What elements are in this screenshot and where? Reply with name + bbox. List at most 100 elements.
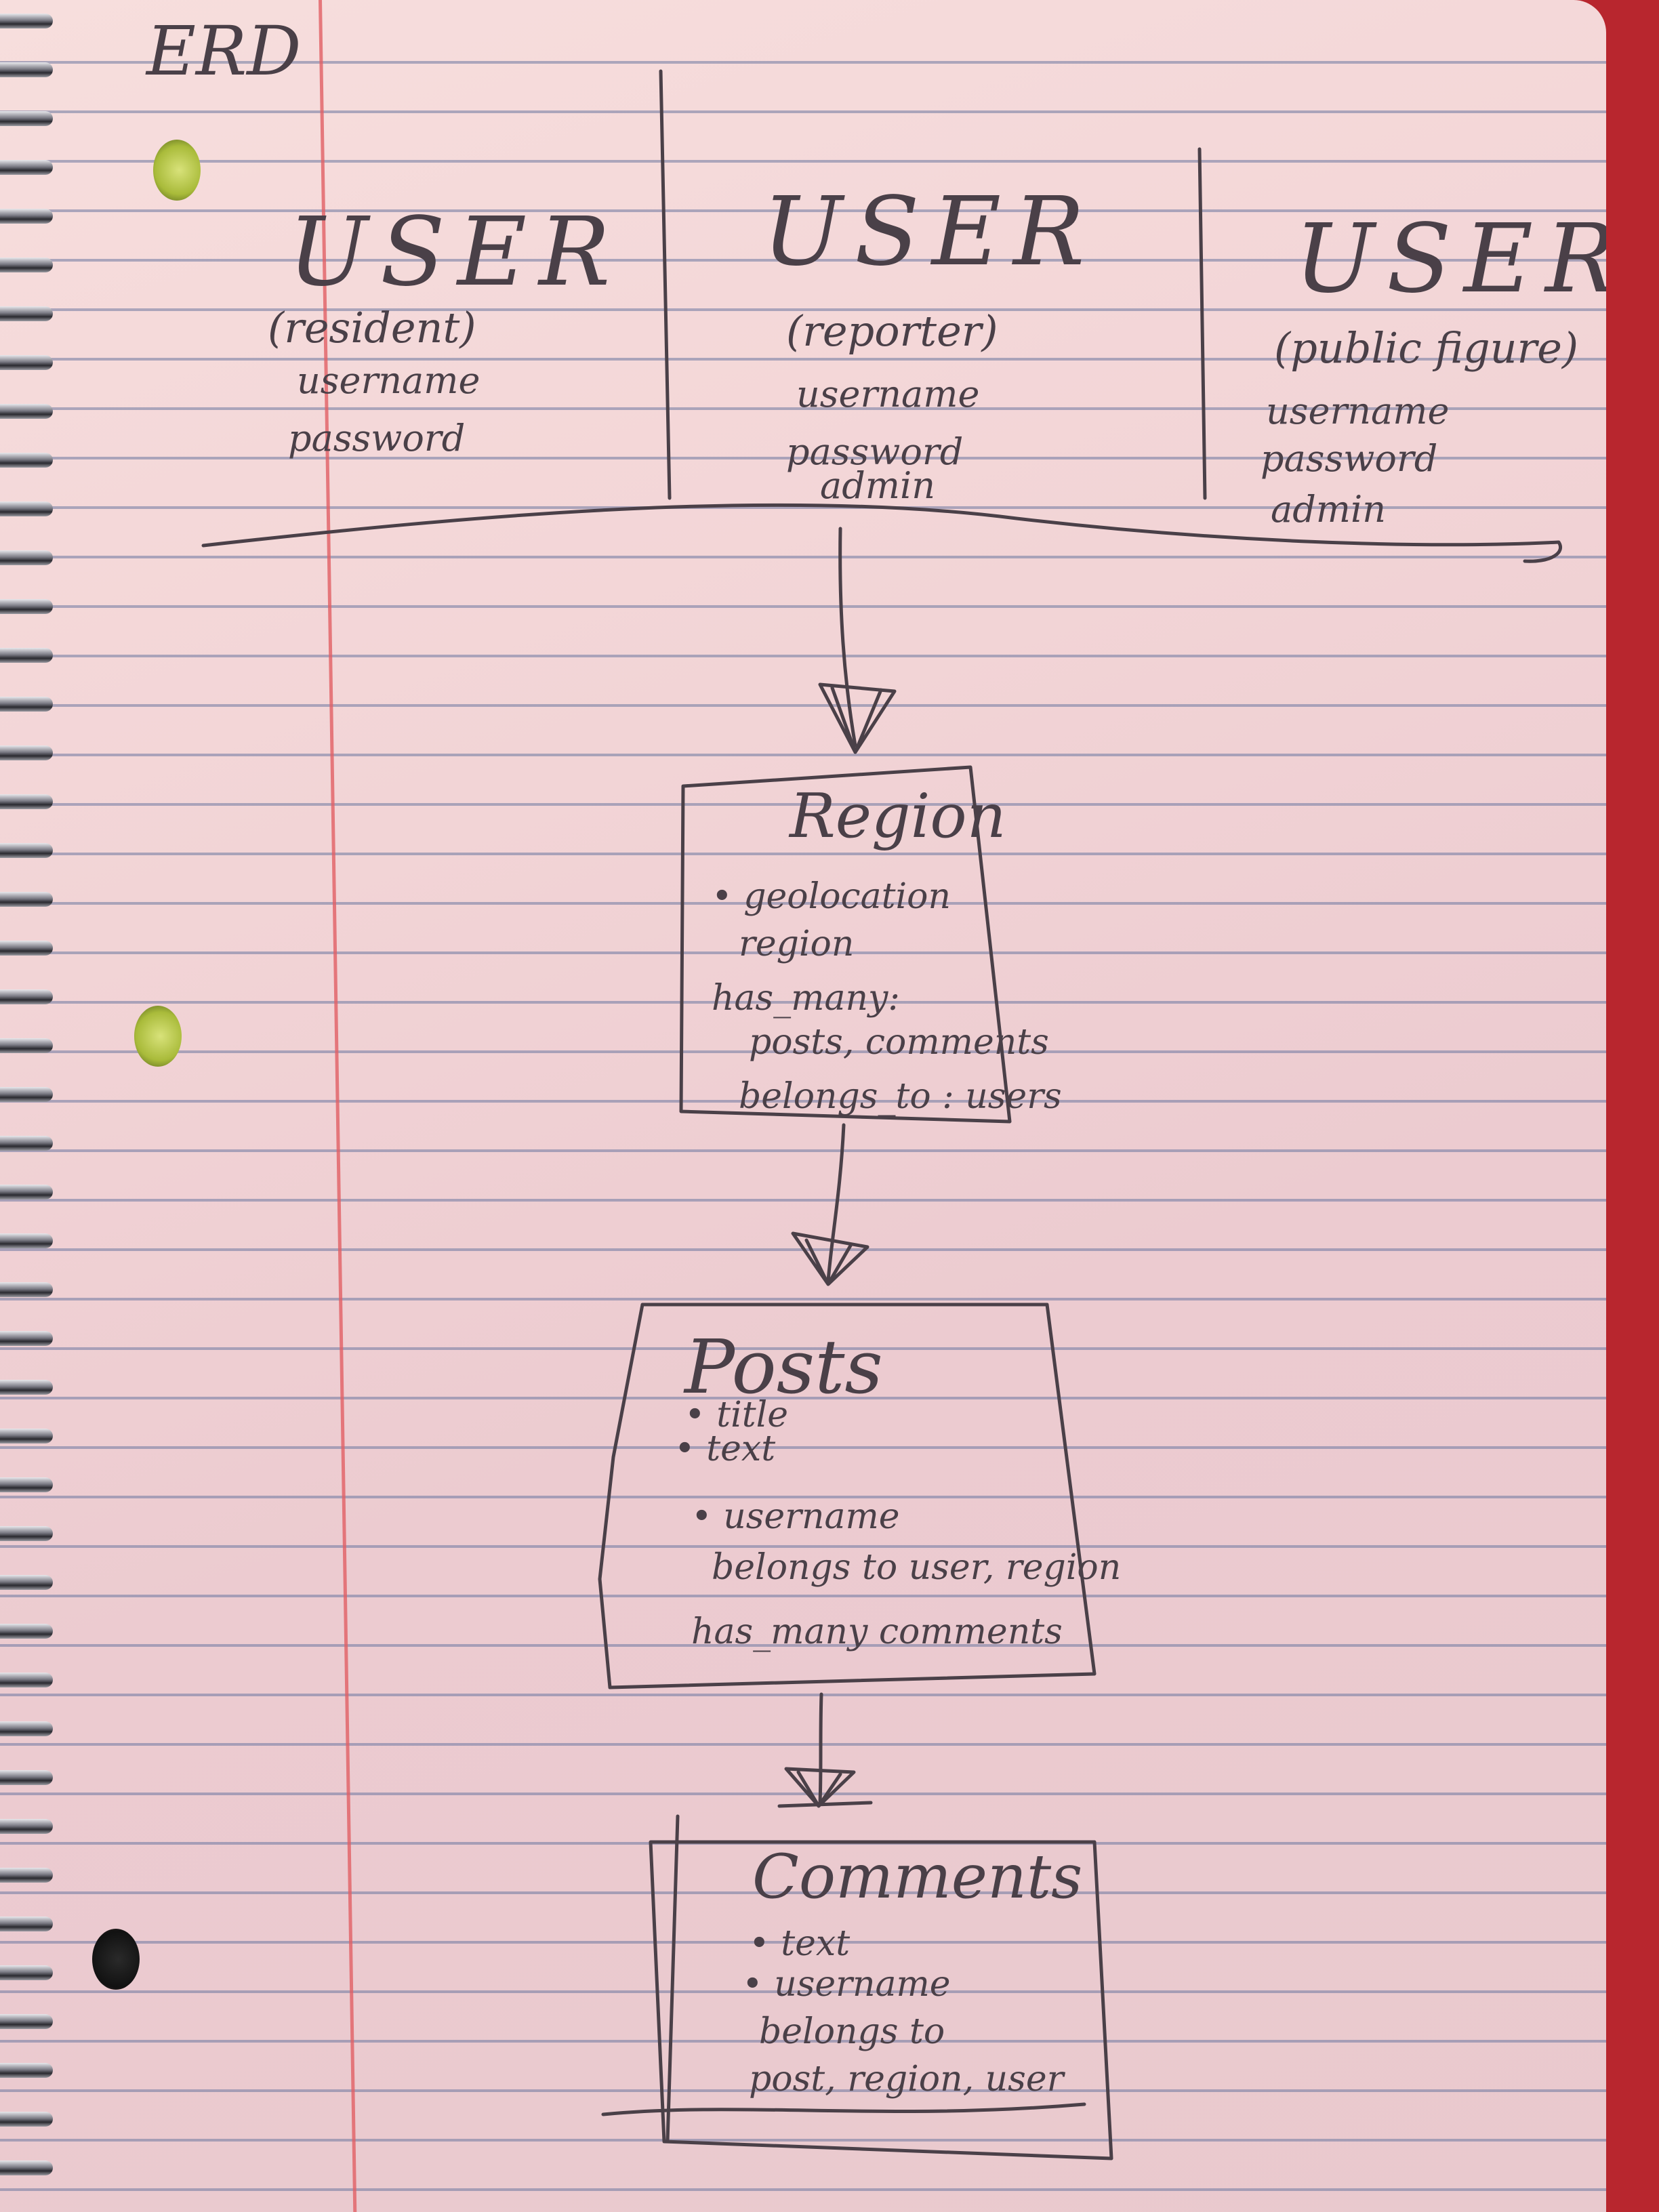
region-heading: Region — [788, 781, 1006, 852]
spiral-coil — [0, 1575, 53, 1590]
spiral-coil — [0, 1038, 53, 1053]
spiral-coil — [0, 745, 53, 760]
spiral-coil — [0, 941, 53, 956]
comments-entity: Comments • text • username belongs to po… — [742, 1841, 1082, 2100]
ruled-line — [0, 1595, 1606, 1597]
spiral-coil — [0, 209, 53, 224]
spiral-coil — [0, 794, 53, 809]
ruled-line — [0, 902, 1606, 905]
user-resident: USER (resident) username password — [268, 197, 611, 459]
ruled-line — [0, 259, 1606, 262]
spiral-coil — [0, 1868, 53, 1883]
user-public-figure-field: username — [1266, 390, 1449, 432]
comments-box — [601, 1814, 1113, 2160]
user-resident-field: username — [297, 359, 480, 402]
spiral-coil — [0, 1477, 53, 1492]
spiral-coil — [0, 1673, 53, 1687]
ruled-line — [0, 556, 1606, 558]
spiral-coil — [0, 1429, 53, 1443]
ruled-line — [0, 2040, 1606, 2043]
punch-hole-middle — [134, 1006, 182, 1067]
ruled-line — [0, 1050, 1606, 1053]
ruled-line — [0, 457, 1606, 459]
user-public-figure: USER (public figure) username password a… — [1261, 204, 1606, 531]
notebook-page: ERD USER (resident) username password US… — [0, 0, 1606, 2212]
spiral-coil — [0, 1331, 53, 1346]
spiral-coil — [0, 501, 53, 516]
user-reporter-field: password — [786, 430, 963, 473]
spiral-coil — [0, 1087, 53, 1102]
user-reporter-field: username — [796, 373, 979, 415]
spiral-coil — [0, 160, 53, 175]
spiral-coil — [0, 1624, 53, 1639]
ruled-line — [0, 358, 1606, 361]
spiral-coil — [0, 2063, 53, 2078]
connector-region-posts — [826, 1123, 846, 1283]
posts-line: has_many comments — [691, 1612, 1063, 1652]
posts-line: belongs to user, region — [712, 1547, 1121, 1588]
posts-line: • title — [684, 1395, 788, 1435]
user-public-figure-field: password — [1261, 437, 1437, 480]
user-resident-field: password — [288, 417, 465, 459]
column-divider-2 — [1197, 147, 1207, 500]
ruled-line — [0, 1891, 1606, 1894]
region-line: belongs_to : users — [739, 1076, 1062, 1117]
ruled-line — [0, 951, 1606, 954]
region-line: posts, comments — [749, 1022, 1049, 1063]
spiral-coil — [0, 14, 53, 28]
spiral-coil — [0, 697, 53, 712]
spiral-coil — [0, 1917, 53, 1931]
ruled-line — [0, 2139, 1606, 2142]
spiral-coil — [0, 1770, 53, 1785]
spiral-coil — [0, 2160, 53, 2175]
region-line: • geolocation — [712, 876, 951, 917]
comments-line: post, region, user — [749, 2059, 1066, 2100]
user-public-figure-heading: USER — [1294, 204, 1606, 314]
spiral-coil — [0, 404, 53, 419]
user-resident-role: (resident) — [268, 303, 476, 352]
region-box — [679, 765, 1012, 1124]
ruled-line — [0, 655, 1606, 657]
spiral-coil — [0, 1819, 53, 1834]
connector-posts-comments — [818, 1692, 823, 1805]
user-public-figure-role: (public figure) — [1274, 323, 1578, 373]
spiral-coil — [0, 989, 53, 1004]
spiral-coil — [0, 1136, 53, 1151]
ruled-line — [0, 1397, 1606, 1399]
ruled-line — [0, 110, 1606, 113]
spiral-coil — [0, 1380, 53, 1395]
ruled-line — [0, 1446, 1606, 1449]
ruled-line — [0, 209, 1606, 212]
ruled-line — [0, 1496, 1606, 1498]
crows-foot-comments — [777, 1767, 873, 1808]
ruled-line — [0, 2089, 1606, 2092]
ruled-line — [0, 1990, 1606, 1993]
comments-heading: Comments — [752, 1841, 1082, 1912]
ruled-line — [0, 605, 1606, 608]
posts-entity: Posts • title • text • username belongs … — [674, 1324, 1121, 1652]
spiral-coil — [0, 648, 53, 663]
ruled-line — [0, 2188, 1606, 2191]
region-entity: Region • geolocation region has_many: po… — [712, 781, 1062, 1117]
column-divider-1 — [659, 69, 672, 500]
spiral-coil — [0, 2014, 53, 2029]
ruled-line — [0, 1100, 1606, 1103]
region-line: region — [739, 924, 854, 964]
ruled-line — [0, 1941, 1606, 1944]
spiral-coil — [0, 599, 53, 614]
ruled-line — [0, 754, 1606, 756]
ruled-line — [0, 1644, 1606, 1647]
ruled-line — [0, 1001, 1606, 1004]
spiral-coil — [0, 550, 53, 565]
punch-hole-bottom — [92, 1929, 140, 1990]
spiral-coil — [0, 111, 53, 126]
posts-heading: Posts — [683, 1324, 883, 1410]
posts-box — [598, 1303, 1097, 1689]
crows-foot-region — [818, 682, 897, 754]
user-public-figure-field: admin — [1271, 488, 1386, 531]
posts-line: • username — [691, 1496, 900, 1537]
spiral-coil — [0, 355, 53, 370]
users-bracket — [201, 503, 1562, 563]
spiral-coil — [0, 258, 53, 272]
page-title: ERD — [145, 12, 301, 91]
